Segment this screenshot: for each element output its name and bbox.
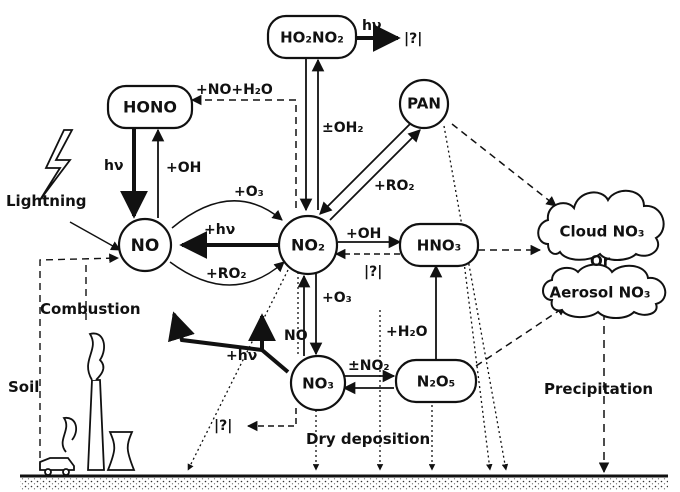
car-wheel-icon [44, 468, 52, 476]
smoke-plume-icon [87, 332, 105, 381]
label-no2: NO₂ [291, 236, 325, 255]
arrow-no2-to-hono [190, 94, 297, 208]
label-ro2-pan: +RO₂ [374, 178, 415, 194]
arrow-no3-to-unknown [246, 408, 297, 432]
label-h2o: +H₂O [386, 324, 428, 340]
label-n2o5: N₂O₅ [417, 373, 455, 391]
label-unknown-low: |?| [214, 418, 232, 434]
node-pan [398, 78, 450, 130]
node-hono [106, 84, 194, 130]
label-combustion: Combustion [40, 300, 141, 318]
car-wheel-icon [62, 468, 70, 476]
label-no-return: NO [284, 328, 308, 344]
node-no2 [277, 214, 339, 276]
node-no [117, 217, 173, 273]
label-hv-top: hν [362, 18, 382, 34]
label-cloud-no3: Cloud NO₃ [560, 223, 645, 241]
label-hv-mid: +hν [204, 222, 235, 238]
label-oh-left: +OH [166, 160, 201, 176]
arrow-no2-to-pan [329, 129, 421, 221]
label-hv-left: hν [104, 158, 124, 174]
car-icon [39, 457, 75, 471]
label-oh-mid: +OH [346, 226, 381, 242]
arrow-no-to-no2-o3 [171, 200, 283, 229]
node-aerosol-no3 [542, 263, 667, 319]
arrow-no-to-no2-ro2 [169, 261, 285, 286]
deposition-no2-diagonal [187, 269, 289, 471]
label-hv-low: +hν [226, 348, 257, 364]
label-aerosol-no3: Aerosol NO₃ [550, 284, 651, 302]
node-no3 [289, 354, 347, 412]
label-ho2no2: HO₂NO₂ [280, 29, 344, 47]
node-n2o5 [394, 358, 478, 404]
lightning-bolt-icon [39, 129, 74, 201]
arrow-lightning-to-no [69, 221, 121, 251]
label-no-h2o: +NO+H₂O [196, 82, 273, 98]
label-unknown-top: |?| [404, 31, 422, 47]
label-precipitation: Precipitation [544, 380, 653, 398]
node-cloud-no3 [537, 190, 665, 261]
label-o3-down: +O₃ [322, 290, 352, 306]
label-no3: NO₃ [302, 375, 334, 393]
label-pan: PAN [407, 95, 441, 113]
label-or: Or [590, 252, 611, 270]
label-pm-oh2: ±OH₂ [322, 120, 363, 136]
label-dry-deposition: Dry deposition [306, 430, 430, 448]
arrow-soil-to-no [39, 253, 119, 470]
ground-surface [20, 478, 668, 490]
cooling-tower-icon [106, 431, 136, 471]
arrow-no3-photolysis-no2 [248, 313, 290, 374]
label-soil: Soil [8, 378, 39, 396]
label-ro2-mid: +RO₂ [206, 266, 247, 282]
arrow-pan-to-cloud [451, 123, 557, 207]
arrow-no3-photolysis-no [168, 311, 263, 352]
label-no: NO [131, 236, 160, 256]
arrow-pan-to-no2 [319, 123, 411, 215]
label-pm-no2: ±NO₂ [348, 358, 389, 374]
label-hono: HONO [123, 98, 177, 117]
smokestack-icon [87, 379, 105, 471]
arrow-n2o5-to-aerosol [475, 305, 567, 367]
steam-icon [61, 417, 78, 453]
label-unknown-mid: |?| [364, 264, 382, 280]
node-ho2no2 [266, 14, 358, 60]
label-lightning: Lightning [6, 192, 87, 210]
node-hno3 [398, 222, 480, 268]
label-o3-top: +O₃ [234, 184, 264, 200]
label-hno3: HNO₃ [417, 237, 461, 255]
deposition-pan [443, 125, 509, 471]
